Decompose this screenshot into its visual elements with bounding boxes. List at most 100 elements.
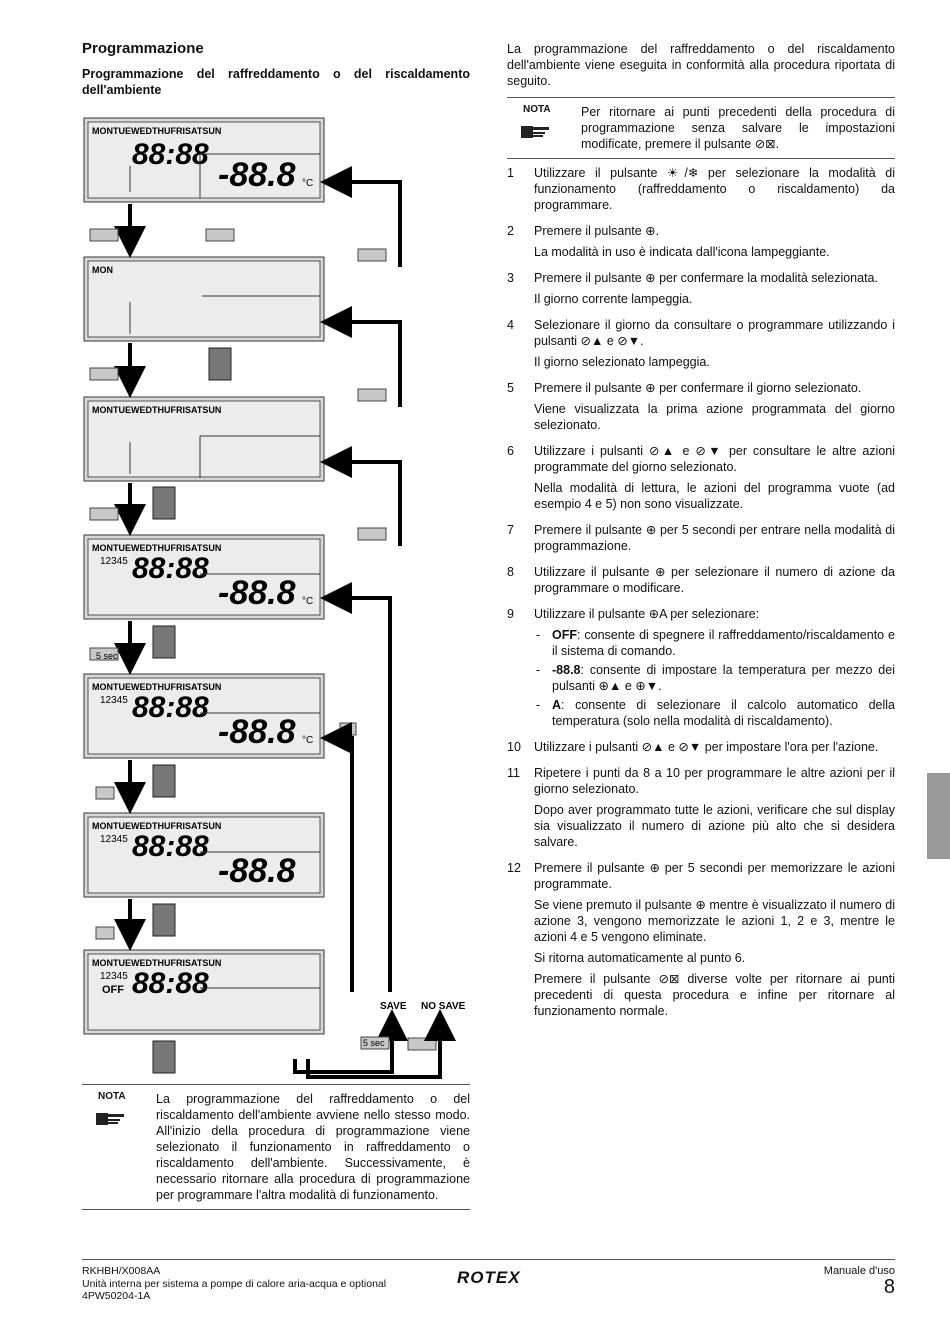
svg-text:MON: MON	[92, 265, 113, 275]
svg-text:-88.8: -88.8	[218, 574, 296, 612]
section-tab	[927, 773, 950, 859]
step-text: Premere il pulsante ⊕ per 5 secondi per …	[534, 861, 895, 891]
step-text: Premere il pulsante ⊕ per confermare la …	[534, 271, 878, 285]
section-title: Programmazione	[82, 40, 204, 57]
lcd-panel-6: MONTUEWEDTHUFRISATSUN 12345 88:88 -88.8	[83, 812, 325, 898]
step-number: 10	[507, 740, 521, 754]
step-text: Dopo aver programmato tutte le azioni, v…	[534, 803, 895, 849]
lcd-panel-3: MONTUEWEDTHUFRISATSUN	[83, 396, 325, 482]
svg-text:12345: 12345	[100, 834, 128, 845]
option-item: OFF: consente di spegnere il raffreddame…	[534, 627, 895, 659]
footer-desc: Unità interna per sistema a pompe di cal…	[82, 1277, 387, 1290]
days-label: MONTUEWEDTHUFRISATSUN	[92, 126, 221, 136]
svg-text:12345: 12345	[100, 556, 128, 567]
note-bottom: NOTA La programmazione del raffreddament…	[82, 1084, 470, 1210]
option-list: OFF: consente di spegnere il raffreddame…	[534, 627, 895, 729]
footer-divider	[82, 1259, 895, 1260]
step-text: Utilizzare il pulsante ⊕A per selezionar…	[534, 607, 760, 621]
step-number: 11	[507, 766, 520, 780]
step-number: 9	[507, 607, 514, 621]
step-item: 4 Selezionare il giorno da consultare o p…	[507, 317, 895, 370]
svg-text:12345: 12345	[100, 695, 128, 706]
step-number: 7	[507, 523, 514, 537]
step-number: 8	[507, 565, 514, 579]
svg-text:-88.8: -88.8	[218, 852, 296, 890]
page-number: 8	[883, 1276, 895, 1298]
step-text: Utilizzare i pulsanti ⊘▲ e ⊘▼ per consul…	[534, 444, 895, 474]
option-desc: : consente di impostare la temperatura p…	[552, 663, 895, 693]
steps-list: 1 Utilizzare il pulsante ☀/❄ per selezion…	[507, 165, 895, 1029]
programming-diagram: MONTUEWEDTHUFRISATSUN 88:88 -88.8 °C MON…	[83, 117, 466, 1079]
temp-display: -88.8	[218, 156, 296, 194]
step-text: La modalità in uso è indicata dall'icona…	[534, 245, 830, 259]
step-item: 6 Utilizzare i pulsanti ⊘▲ e ⊘▼ per consu…	[507, 443, 895, 512]
step-number: 4	[507, 318, 514, 332]
svg-text:MONTUEWEDTHUFRISATSUN: MONTUEWEDTHUFRISATSUN	[92, 958, 221, 968]
step-text: Nella modalità di lettura, le azioni del…	[534, 481, 895, 511]
footer-manual: Manuale d'uso	[823, 1265, 895, 1277]
footer-left: RKHBH/X008AA Unità interna per sistema a…	[82, 1265, 386, 1303]
svg-text:°C: °C	[302, 735, 313, 746]
step-text: Viene visualizzata la prima azione progr…	[534, 402, 895, 432]
step-item: 12 Premere il pulsante ⊕ per 5 secondi pe…	[507, 860, 895, 1019]
step-number: 3	[507, 271, 514, 285]
step-text: Si ritorna automaticamente al punto 6.	[534, 951, 746, 965]
step-number: 1	[507, 166, 514, 180]
step-item: 8 Utilizzare il pulsante ⊕ per selezionar…	[507, 564, 895, 596]
time-display: 88:88	[132, 138, 209, 171]
step-item: 3 Premere il pulsante ⊕ per confermare la…	[507, 270, 895, 307]
lcd-panel-2: MON	[83, 256, 325, 342]
step-text: Se viene premuto il pulsante ⊕ mentre è …	[534, 898, 895, 944]
lcd-panel-1: MONTUEWEDTHUFRISATSUN 88:88 -88.8 °C	[83, 117, 325, 203]
note-text: La programmazione del raffreddamento o d…	[156, 1092, 470, 1202]
step-text: Il giorno selezionato lampeggia.	[534, 355, 710, 369]
step-item: 11 Ripetere i punti da 8 a 10 per program…	[507, 765, 895, 850]
svg-text:MONTUEWEDTHUFRISATSUN: MONTUEWEDTHUFRISATSUN	[92, 682, 221, 692]
svg-text:88:88: 88:88	[132, 967, 209, 1000]
note-text: Per ritornare ai punti precedenti della …	[581, 105, 895, 151]
step-text: Selezionare il giorno da consultare o pr…	[534, 318, 895, 348]
note-label: NOTA	[98, 1091, 126, 1102]
svg-text:5 sec: 5 sec	[363, 1038, 385, 1048]
step-text: Utilizzare i pulsanti ⊘▲ e ⊘▼ per impost…	[534, 740, 879, 754]
step-item: 9 Utilizzare il pulsante ⊕A per seleziona…	[507, 606, 895, 729]
note-label: NOTA	[523, 104, 551, 115]
lcd-panel-7: MONTUEWEDTHUFRISATSUN 12345 OFF 88:88	[83, 949, 325, 1035]
step-item: 7 Premere il pulsante ⊕ per 5 secondi per…	[507, 522, 895, 554]
step-item: 2 Premere il pulsante ⊕. La modalità in us…	[507, 223, 895, 260]
option-desc: : consente di selezionare il calcolo aut…	[552, 698, 895, 728]
svg-text:NO SAVE: NO SAVE	[421, 1001, 466, 1012]
lcd-panel-4: MONTUEWEDTHUFRISATSUN 12345 88:88 -88.8 …	[83, 534, 325, 620]
intro-paragraph: La programmazione del raffreddamento o d…	[507, 42, 895, 88]
svg-text:MONTUEWEDTHUFRISATSUN: MONTUEWEDTHUFRISATSUN	[92, 405, 221, 415]
svg-text:5 sec: 5 sec	[96, 651, 118, 661]
option-key: OFF	[552, 628, 577, 642]
step-text: Ripetere i punti da 8 a 10 per programma…	[534, 766, 895, 796]
subtitle: Programmazione del raffreddamento o del …	[82, 67, 470, 97]
step-text: Premere il pulsante ⊕.	[534, 224, 660, 238]
step-item: 1 Utilizzare il pulsante ☀/❄ per selezion…	[507, 165, 895, 213]
svg-text:OFF: OFF	[102, 984, 124, 996]
step-number: 2	[507, 224, 514, 238]
step-number: 12	[507, 861, 521, 875]
svg-text:MONTUEWEDTHUFRISATSUN: MONTUEWEDTHUFRISATSUN	[92, 821, 221, 831]
step-text: Utilizzare il pulsante ☀/❄ per seleziona…	[534, 166, 895, 212]
svg-text:-88.8: -88.8	[218, 713, 296, 751]
step-text: Il giorno corrente lampeggia.	[534, 292, 693, 306]
step-text: Utilizzare il pulsante ⊕ per selezionare…	[534, 565, 895, 595]
svg-text:°C: °C	[302, 178, 313, 189]
svg-text:12345: 12345	[100, 971, 128, 982]
svg-text:MONTUEWEDTHUFRISATSUN: MONTUEWEDTHUFRISATSUN	[92, 543, 221, 553]
step-number: 6	[507, 444, 514, 458]
brand-logo: ROTEX	[457, 1268, 521, 1287]
svg-text:88:88: 88:88	[132, 552, 209, 585]
step-text: Premere il pulsante ⊕ per confermare il …	[534, 381, 862, 395]
svg-text:°C: °C	[302, 596, 313, 607]
option-key: -88.8	[552, 663, 581, 677]
step-number: 5	[507, 381, 514, 395]
footer-code: 4PW50204-1A	[82, 1290, 151, 1302]
svg-text:88:88: 88:88	[132, 691, 209, 724]
step-item: 5 Premere il pulsante ⊕ per confermare il…	[507, 380, 895, 433]
step-text: Premere il pulsante ⊕ per 5 secondi per …	[534, 523, 895, 553]
pointing-hand-icon	[521, 126, 549, 138]
